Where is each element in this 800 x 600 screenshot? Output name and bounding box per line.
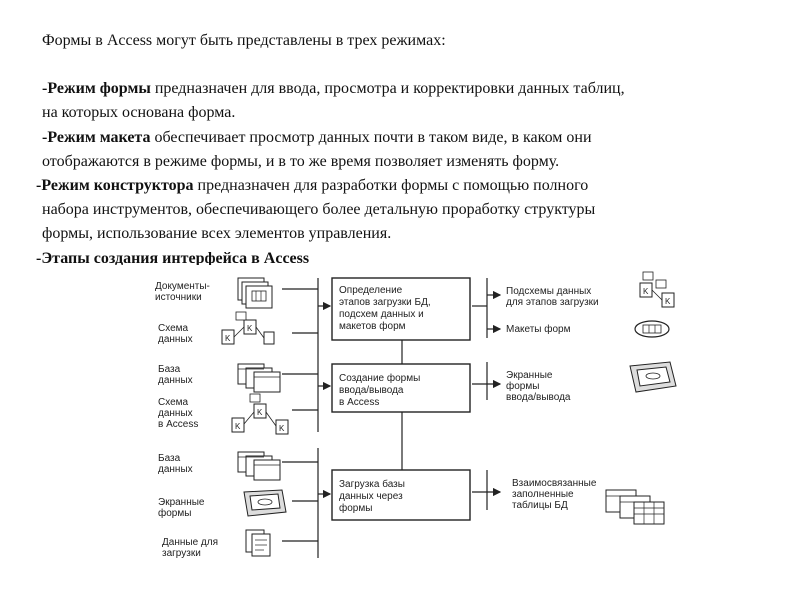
- output-screen-forms-label2: формы: [506, 380, 539, 392]
- output-screen-forms-label3: ввода/вывода: [506, 392, 571, 403]
- monitor-icon: [629, 361, 677, 393]
- form-layout-icon: [634, 320, 670, 338]
- input-db2-label2: данных: [158, 464, 193, 475]
- stage2-line2: ввода/вывода: [339, 385, 404, 396]
- text-section: Формы в Access могут быть представлены в…: [0, 0, 800, 265]
- database-icon: [237, 451, 281, 481]
- key-letter: K: [247, 324, 253, 333]
- input-schema-access-label1: Схема: [158, 397, 189, 408]
- design-mode-cont1: набора инструментов, обеспечивающего бол…: [42, 201, 596, 218]
- intro-line: Формы в Access могут быть представлены в…: [42, 32, 446, 49]
- stages-heading: -Этапы создания интерфейса в Access: [36, 250, 310, 265]
- stage1-line1: Определение: [339, 285, 403, 296]
- stage-2-box: Создание формы ввода/вывода в Access: [331, 363, 471, 413]
- stage3-line1: Загрузка базы: [339, 478, 405, 490]
- stage-3-box: Загрузка базы данных через формы: [331, 469, 471, 521]
- subschema-keys-icon: K K: [639, 271, 675, 308]
- output-screen-forms-label1: Экранные: [506, 370, 553, 381]
- input-schema-label1: Схема: [158, 323, 189, 334]
- key-schema-icon: K K: [221, 311, 275, 345]
- database-icon: [237, 363, 281, 393]
- design-mode-term: -Режим конструктора: [36, 177, 194, 194]
- key-letter: K: [235, 422, 241, 431]
- form-mode-desc: предназначен для ввода, просмотра и корр…: [150, 80, 625, 97]
- documents-icon: [237, 277, 273, 309]
- input-screen-forms-label2: формы: [158, 507, 191, 519]
- stage-1-box: Определение этапов загрузки БД, подсхем …: [331, 277, 471, 341]
- stage3-line2: данных через: [339, 491, 403, 502]
- layout-mode-term: -Режим макета: [42, 129, 151, 146]
- stage2-line3: в Access: [339, 397, 379, 408]
- monitor-icon: [243, 489, 287, 517]
- stage1-line3: подсхем данных и: [339, 309, 424, 320]
- design-mode-line: -Режим конструктора предназначен для раз…: [36, 176, 588, 196]
- access-schema-icon: K K K: [231, 393, 289, 435]
- design-mode-desc: предназначен для разработки формы с помо…: [193, 177, 589, 194]
- layout-mode-desc: обеспечивает просмотр данных почти в так…: [150, 129, 592, 146]
- form-mode-cont: на которых основана форма.: [42, 104, 236, 121]
- input-schema-label2: данных: [158, 334, 193, 345]
- input-screen-forms-label1: Экранные: [158, 497, 205, 508]
- form-mode-line: -Режим формы предназначен для ввода, про…: [42, 79, 625, 99]
- input-db2-label1: База: [158, 453, 181, 464]
- input-docs-label1: Документы-: [155, 281, 210, 292]
- input-db1-label2: данных: [158, 375, 193, 386]
- key-letter: K: [643, 287, 649, 296]
- key-letter: K: [665, 297, 671, 306]
- key-letter: K: [225, 334, 231, 343]
- input-load-data-label1: Данные для: [162, 537, 218, 548]
- output-tables-label1: Взаимосвязанные: [512, 478, 597, 489]
- stage3-line3: формы: [339, 502, 372, 514]
- papers-icon: [245, 529, 271, 557]
- input-schema-access-label2: данных: [158, 408, 193, 419]
- output-subschemas-label1: Подсхемы данных: [506, 286, 591, 297]
- layout-mode-line: -Режим макета обеспечивает просмотр данн…: [42, 128, 592, 148]
- input-schema-access-label3: в Access: [158, 419, 198, 430]
- output-subschemas-label2: для этапов загрузки: [506, 297, 599, 308]
- key-letter: K: [257, 408, 263, 417]
- output-tables-label2: заполненные: [512, 489, 574, 500]
- design-mode-cont2: формы, использование всех элементов упра…: [42, 225, 392, 242]
- stage2-line1: Создание формы: [339, 372, 420, 384]
- output-layouts-label: Макеты форм: [506, 323, 571, 335]
- input-db1-label1: База: [158, 364, 181, 375]
- layout-mode-cont: отображаются в режиме формы, и в то же в…: [42, 153, 560, 170]
- stage1-line4: макетов форм: [339, 320, 406, 332]
- output-tables-label3: таблицы БД: [512, 499, 568, 511]
- input-docs-label2: источники: [155, 292, 202, 303]
- input-load-data-label2: загрузки: [162, 548, 201, 559]
- linked-tables-icon: [605, 489, 665, 525]
- stage1-line2: этапов загрузки БД,: [339, 297, 431, 308]
- key-letter: K: [279, 424, 285, 433]
- form-mode-term: -Режим формы: [42, 80, 151, 97]
